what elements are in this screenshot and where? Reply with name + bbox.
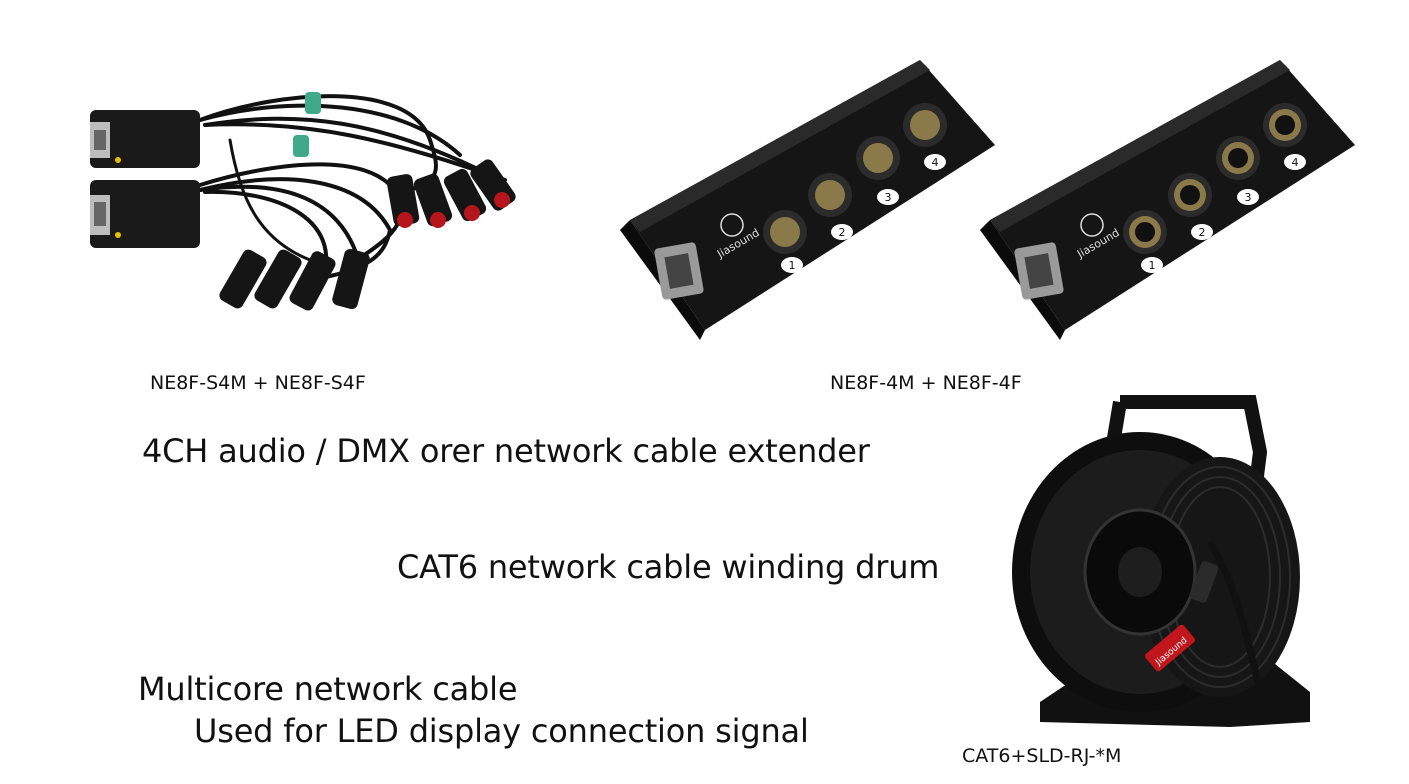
cable-drum-image: Jiasound: [1010, 392, 1330, 742]
headline-drum: CAT6 network cable winding drum: [397, 548, 940, 586]
splitter-caption: NE8F-S4M + NE8F-S4F: [150, 372, 366, 394]
port-label-2: 2: [839, 226, 846, 239]
ethercon-adapter-top: [90, 110, 200, 168]
ethercon-adapter-bottom: [90, 180, 200, 248]
velcro-tie-green: [305, 92, 321, 114]
stage-box-caption: NE8F-4M + NE8F-4F: [830, 372, 1022, 394]
port-label-3: 3: [885, 191, 892, 204]
jiasound-logo-icon: [720, 213, 744, 237]
xlr-splitter-image: [80, 80, 530, 330]
xlr-male-ports: [763, 103, 947, 254]
stage-box-male-image: 1 2 3 4 Jiasound: [620, 40, 1000, 345]
port-label-3: 3: [1245, 191, 1252, 204]
xlr-female-ports: [1123, 103, 1307, 254]
headline-multicore-line2: Used for LED display connection signal: [194, 712, 809, 750]
xlr-male-connectors: [219, 248, 370, 311]
stage-box-female-image: 1 2 3 4 Jiasound: [980, 40, 1360, 345]
drum-caption: CAT6+SLD-RJ-*M: [962, 745, 1122, 767]
headline-extender: 4CH audio / DMX orer network cable exten…: [142, 432, 870, 470]
headline-multicore-line1: Multicore network cable: [138, 670, 518, 708]
port-label-4: 4: [1292, 156, 1299, 169]
port-label-1: 1: [789, 259, 796, 272]
port-label-1: 1: [1149, 259, 1156, 272]
port-label-2: 2: [1199, 226, 1206, 239]
xlr-female-connectors: [386, 159, 516, 228]
drum-red-tag: [1145, 624, 1195, 672]
port-label-4: 4: [932, 156, 939, 169]
jiasound-logo-icon: [1080, 213, 1104, 237]
